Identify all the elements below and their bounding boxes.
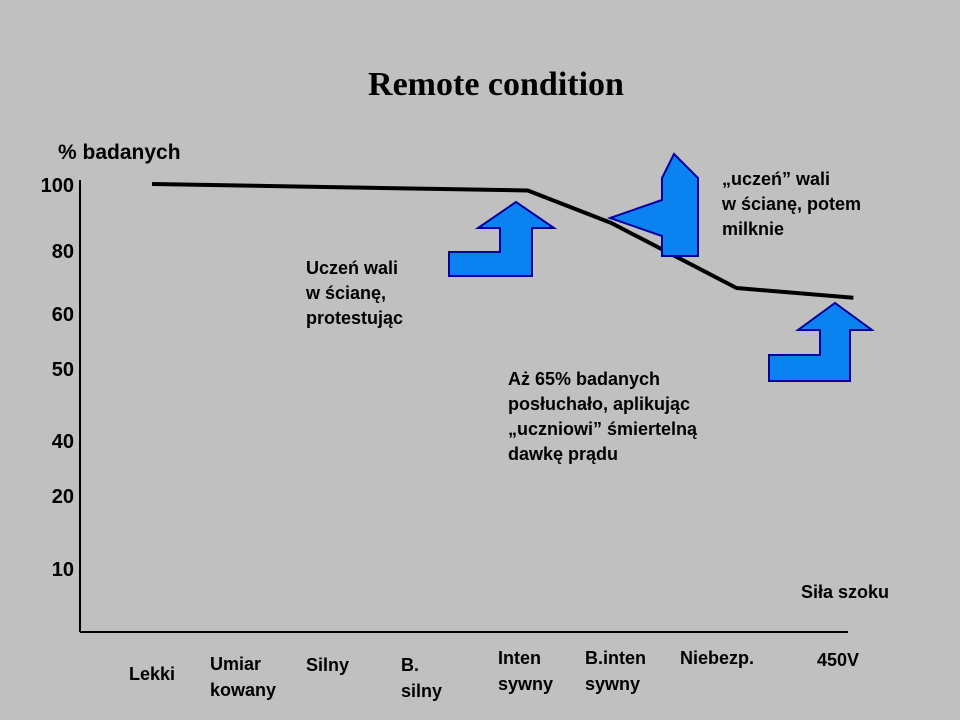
y-tick-label: 80	[51, 241, 74, 263]
annotation-protest: Uczeń wali w ścianę, protestując	[306, 258, 404, 328]
x-tick-label: Inten sywny	[498, 648, 554, 694]
y-axis-label: % badanych	[58, 141, 181, 164]
x-tick-label: B. silny	[401, 655, 443, 701]
x-tick-label: 450V	[817, 650, 860, 670]
y-tick-label: 50	[51, 359, 74, 381]
y-tick-label: 10	[51, 559, 74, 581]
y-tick-label: 100	[40, 175, 74, 197]
y-tick-label: 60	[51, 304, 74, 326]
x-tick-label: Lekki	[129, 664, 176, 684]
y-tick-label: 20	[51, 486, 74, 508]
y-tick-label: 40	[51, 431, 74, 453]
annotation-result: Aż 65% badanych posłuchało, aplikując „u…	[508, 369, 698, 464]
x-tick-label: Niebezp.	[680, 648, 755, 668]
chart-title: Remote condition	[368, 66, 624, 103]
x-tick-label: B.inten sywny	[585, 648, 646, 694]
series-layer	[151, 182, 854, 300]
x-tick-label: Umiar kowany	[210, 654, 277, 700]
arrow-up-icon	[448, 200, 558, 277]
annotation-silent: „uczeń” wali w ścianę, potem milknie	[722, 169, 862, 239]
arrow-left-icon	[606, 152, 699, 257]
series-line	[151, 182, 854, 300]
arrow-up-icon	[768, 301, 876, 382]
x-tick-label: Silny	[306, 655, 350, 675]
x-axis-title: Siła szoku	[801, 582, 890, 602]
